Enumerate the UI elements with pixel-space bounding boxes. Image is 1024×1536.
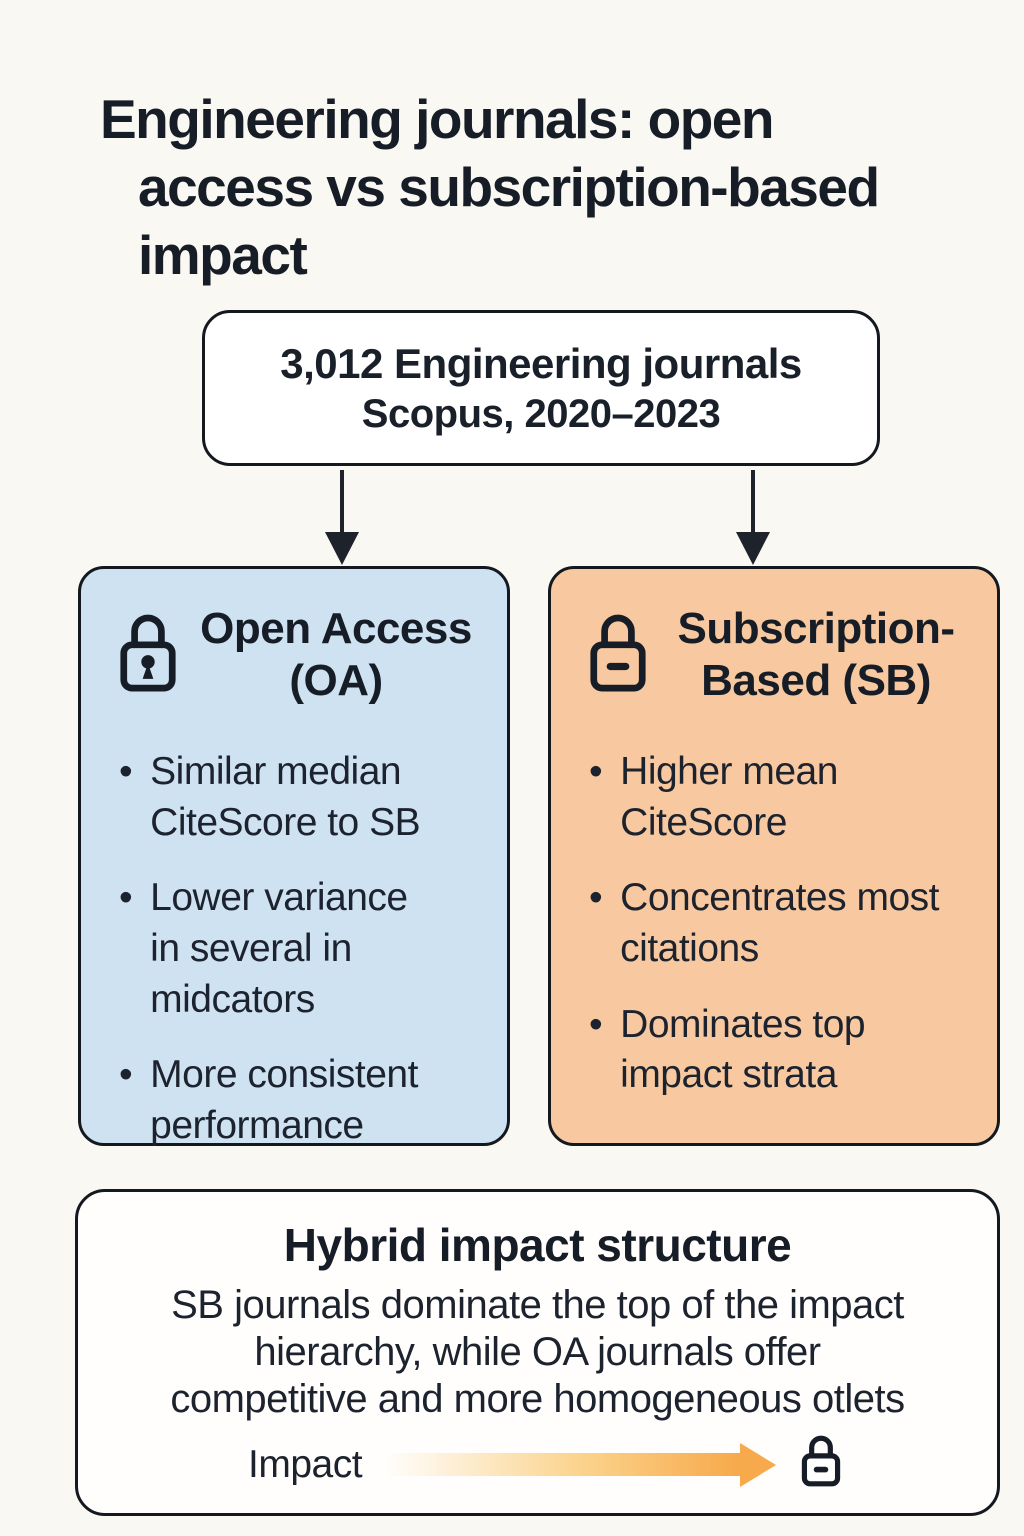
connector-arrow-right [751, 470, 755, 532]
list-item: • Higher mean CiteScore [589, 747, 977, 848]
dataset-source: Scopus, 2020–2023 [361, 391, 721, 436]
list-item: • Dominates top impact strata [589, 1000, 977, 1101]
open-access-bullets: • Similar median CiteScore to SB • Lower… [81, 747, 507, 1152]
bullet-dot: • [119, 1053, 133, 1097]
dataset-count: 3,012 Engineering journals [280, 339, 802, 387]
bullet-text: Concentrates most citations [620, 876, 939, 971]
bullet-dot: • [589, 876, 603, 920]
subscription-based-bullets: • Higher mean CiteScore • Concentrates m… [551, 747, 997, 1101]
open-access-lock-keyhole-icon [115, 607, 181, 700]
subscription-based-title: Subscription- Based (SB) [677, 604, 955, 705]
open-access-title: Open Access (OA) [200, 604, 472, 705]
subscription-based-card: Subscription- Based (SB) • Higher mean C… [548, 566, 1000, 1146]
arrow-shaft [388, 1453, 741, 1476]
impact-gradient-arrow [388, 1442, 777, 1487]
bullet-text: Similar median CiteScore to SB [150, 750, 421, 844]
summary-box: Hybrid impact structure SB journals domi… [75, 1189, 1000, 1516]
list-item: • Concentrates most citations [589, 873, 977, 974]
summary-title: Hybrid impact structure [283, 1219, 792, 1271]
bullet-dot: • [589, 750, 603, 793]
bullet-text: Lower variance in several in midcators [150, 876, 408, 1021]
impact-axis: Impact [248, 1435, 844, 1494]
bullet-dot: • [119, 750, 133, 793]
bullet-dot: • [119, 876, 133, 920]
dataset-box: 3,012 Engineering journals Scopus, 2020–… [202, 310, 880, 466]
arrow-head [740, 1442, 777, 1487]
open-access-header: Open Access (OA) [81, 569, 507, 707]
open-access-card: Open Access (OA) • Similar median CiteSc… [78, 566, 510, 1147]
summary-body: SB journals dominate the top of the impa… [170, 1283, 905, 1421]
bullet-dot: • [589, 1002, 603, 1046]
list-item: • Lower variance in several in midcators [119, 873, 487, 1025]
bullet-text: More consistent performance [150, 1053, 418, 1148]
subscription-lock-dash-icon [585, 607, 651, 700]
connector-arrow-left [340, 470, 344, 532]
impact-lock-dash-icon [798, 1431, 844, 1494]
page-title: Engineering journals: open access vs sub… [100, 87, 880, 287]
bullet-text: Higher mean CiteScore [620, 750, 838, 844]
list-item: • Similar median CiteScore to SB [119, 747, 487, 848]
impact-axis-label: Impact [248, 1442, 363, 1486]
bullet-text: Dominates top impact strata [620, 1002, 866, 1097]
subscription-based-header: Subscription- Based (SB) [551, 569, 997, 707]
list-item: • More consistent performance [119, 1050, 487, 1151]
